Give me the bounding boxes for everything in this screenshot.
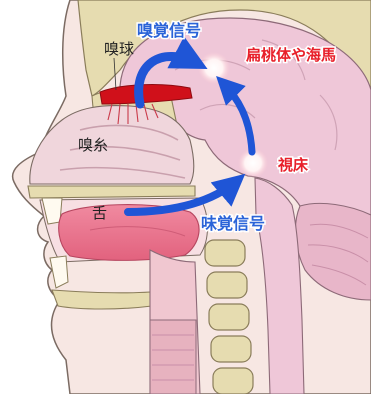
trachea — [150, 320, 196, 394]
label-tongue: 舌 — [92, 204, 107, 222]
label-thalamus: 視床 — [277, 156, 309, 174]
label-amygdala-hippocampus: 扁桃体や海馬 — [246, 46, 336, 64]
amygdala-hippocampus-node — [198, 52, 230, 84]
label-olfactory-bulb: 嗅球 — [104, 40, 134, 58]
nasal-cavity — [30, 106, 194, 184]
label-taste-signal: 味覚信号 — [201, 214, 265, 233]
mandible — [52, 290, 152, 309]
label-olfactory-nerve: 嗅糸 — [78, 136, 108, 154]
hard-palate — [28, 186, 195, 198]
label-olfactory-signal: 嗅覚信号 — [137, 21, 201, 40]
